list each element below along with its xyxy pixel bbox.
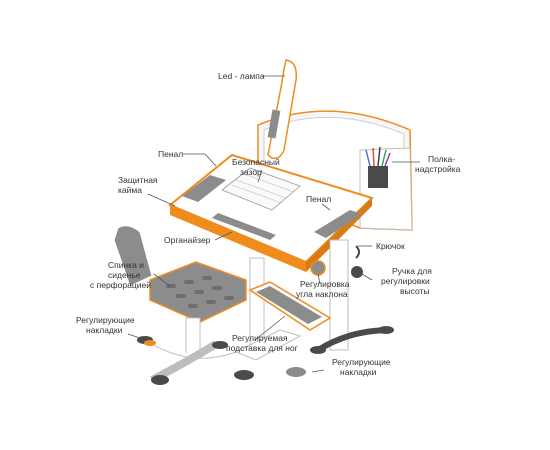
label-hook: Крючок bbox=[376, 241, 405, 251]
leader-lines bbox=[127, 75, 420, 373]
label-led-lamp: Led - лампа bbox=[218, 71, 265, 81]
label-seat-3: с перфорацией bbox=[90, 280, 151, 290]
label-safe-gap-2: зазор bbox=[240, 167, 262, 177]
tilt-knob bbox=[310, 260, 326, 276]
chair-back bbox=[113, 225, 153, 287]
label-tilt-2: угла наклона bbox=[296, 289, 348, 299]
desk-top bbox=[168, 153, 374, 272]
label-pads-1: Регулирующие bbox=[76, 315, 135, 325]
label-shelf-2: надстройка bbox=[415, 164, 461, 174]
label-height-2: регулировки bbox=[381, 276, 430, 286]
label-shelf-1: Полка- bbox=[428, 154, 455, 164]
label-tilt-1: Регулировка bbox=[300, 279, 350, 289]
label-edge-2: кайма bbox=[118, 185, 142, 195]
label-footrest-1: Регулируемая bbox=[232, 333, 288, 343]
desk-foot-pad bbox=[234, 370, 254, 380]
label-safe-gap-1: Безопасный bbox=[232, 157, 280, 167]
led-lamp bbox=[267, 59, 298, 160]
label-organizer: Органайзер bbox=[164, 235, 211, 245]
pens bbox=[365, 146, 391, 167]
desk-base bbox=[234, 239, 394, 380]
label-edge-1: Защитная bbox=[118, 175, 158, 185]
height-knob bbox=[351, 266, 363, 278]
label-footrest-2: подставка для ног bbox=[226, 343, 298, 353]
label-seat-1: Спинка и bbox=[108, 260, 144, 270]
pen-cup bbox=[368, 166, 388, 188]
hook bbox=[355, 245, 360, 259]
label-seat-2: сиденье bbox=[108, 270, 141, 280]
label-pads2-2: накладки bbox=[340, 367, 377, 377]
footrest bbox=[248, 281, 332, 331]
label-pencil-case: Пенал bbox=[158, 149, 183, 159]
pencil-tray-left bbox=[182, 175, 226, 202]
callout-labels: Led - лампа Пенал Безопасный зазор Полка… bbox=[76, 71, 461, 377]
label-height-3: высоты bbox=[400, 286, 430, 296]
label-height-1: Ручка для bbox=[392, 266, 432, 276]
label-pencil-case-2: Пенал bbox=[306, 194, 331, 204]
pencil-tray-right bbox=[314, 210, 362, 238]
chair bbox=[113, 225, 247, 385]
label-pads-2: накладки bbox=[86, 325, 123, 335]
label-pads2-1: Регулирующие bbox=[332, 357, 391, 367]
organizer-slot bbox=[212, 213, 276, 240]
